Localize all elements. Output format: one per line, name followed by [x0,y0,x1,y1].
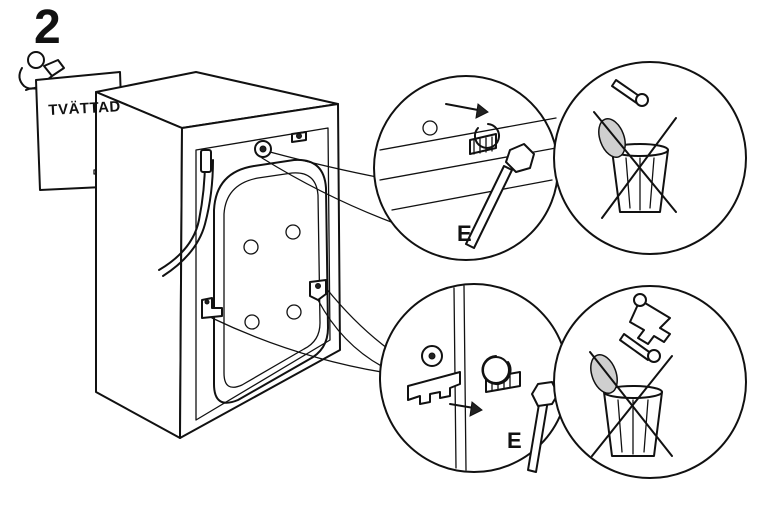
step-number: 2 [34,1,61,54]
disposal-circle-bottom [553,285,747,479]
disposal-circle-top [553,61,747,255]
detail-circle-bottom [379,283,569,473]
detail-circle-top [373,75,559,261]
tool-label-top: E [457,221,472,246]
trash-bin-crossed-icon [593,111,677,219]
washing-machine [95,71,341,439]
tool-label-bottom: E [507,428,522,453]
